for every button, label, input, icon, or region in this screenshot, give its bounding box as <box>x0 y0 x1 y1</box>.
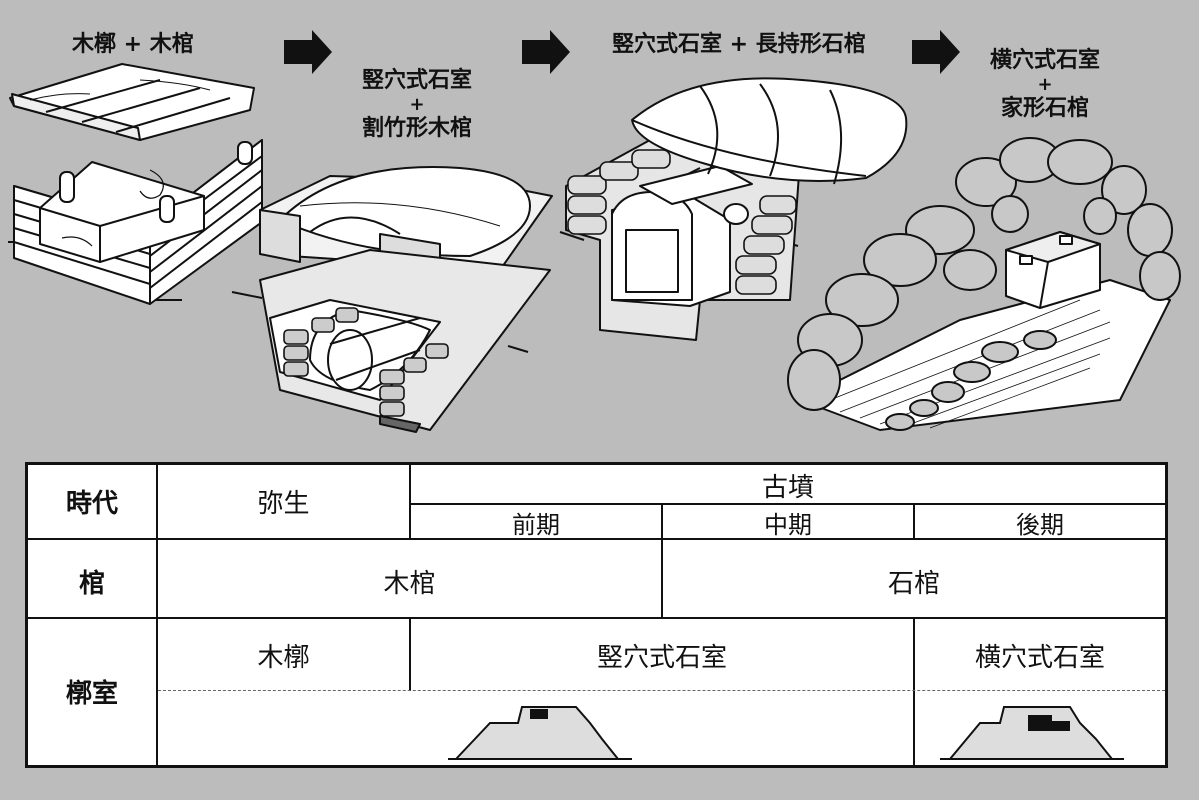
row-header-chamber: 槨室 <box>65 679 118 709</box>
era-kofun-late: 後期 <box>1016 511 1064 539</box>
era-kofun-early: 前期 <box>512 511 560 539</box>
era-kofun-middle: 中期 <box>764 511 812 539</box>
table-divider <box>661 503 663 619</box>
table-divider <box>409 503 1165 505</box>
chamber-vertical: 竪穴式石室 <box>596 643 727 673</box>
dashed-divider <box>158 690 1165 691</box>
stage-1-label: 木槨 + 木棺 <box>72 32 194 57</box>
row-header-coffin: 棺 <box>78 569 105 599</box>
table-divider <box>156 465 158 765</box>
burial-illustrations <box>8 30 1181 433</box>
horizontal-chamber-mound-icon <box>940 706 1124 760</box>
stage-4-label: 横穴式石室 + 家形石棺 <box>990 46 1100 124</box>
row-header-era: 時代 <box>65 489 118 519</box>
stage-4-line1: 横穴式石室 <box>990 48 1101 73</box>
arrow-right-icon <box>284 30 332 74</box>
table-divider <box>913 503 915 538</box>
vertical-chamber-bamboo-coffin-illustration <box>231 166 553 433</box>
vertical-chamber-stone-coffin-illustration <box>559 77 908 341</box>
era-yayoi: 弥生 <box>257 489 310 519</box>
stage-3-label: 竪穴式石室 + 長持形石棺 <box>612 32 866 57</box>
coffin-stone: 石棺 <box>887 569 940 599</box>
stage-4-plus: + <box>1037 74 1053 95</box>
table-divider <box>28 538 1165 540</box>
arrow-right-icon <box>522 30 570 74</box>
stage-2-plus: + <box>409 94 425 115</box>
table-divider <box>913 619 915 765</box>
stage-4-line2: 家形石棺 <box>1001 96 1090 121</box>
chronology-table: 時代 棺 槨室 弥生 古墳 前期 中期 後期 木棺 石棺 木槨 竪穴式石室 横穴… <box>25 462 1168 768</box>
stage-2-label: 竪穴式石室 + 割竹形木棺 <box>362 66 472 144</box>
arrow-right-icon <box>912 30 960 74</box>
era-kofun: 古墳 <box>761 473 814 503</box>
stage-2-line2: 割竹形木棺 <box>362 116 473 141</box>
stage-2-line1: 竪穴式石室 <box>362 68 473 93</box>
table-divider <box>409 465 411 538</box>
wooden-chamber-illustration <box>8 63 263 305</box>
coffin-wood: 木棺 <box>383 569 436 599</box>
vertical-chamber-mound-icon <box>448 706 632 760</box>
table-divider <box>409 619 411 691</box>
table-divider <box>28 617 1165 619</box>
chamber-wood: 木槨 <box>257 643 310 673</box>
chamber-horizontal: 横穴式石室 <box>974 643 1105 673</box>
horizontal-chamber-house-coffin-illustration <box>787 137 1181 431</box>
